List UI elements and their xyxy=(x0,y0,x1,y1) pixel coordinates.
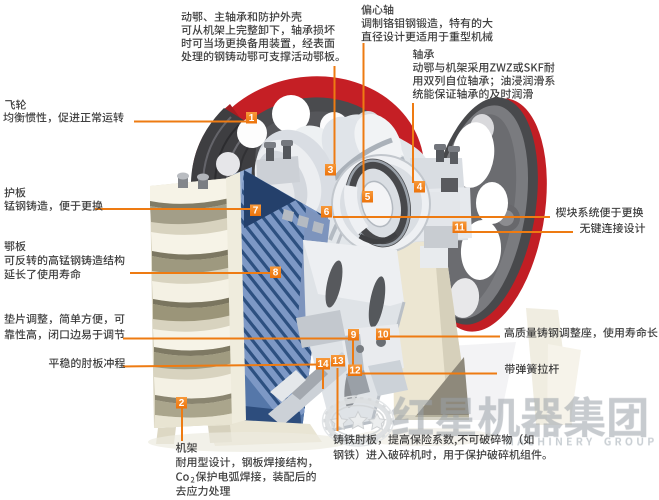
svg-text:4: 4 xyxy=(417,182,423,193)
svg-text:7: 7 xyxy=(253,205,259,216)
svg-text:13: 13 xyxy=(332,356,344,367)
svg-text:5: 5 xyxy=(365,192,371,203)
svg-text:12: 12 xyxy=(349,365,361,376)
svg-text:6: 6 xyxy=(324,207,330,218)
svg-text:2: 2 xyxy=(179,398,185,409)
svg-text:11: 11 xyxy=(454,222,465,233)
svg-text:3: 3 xyxy=(328,165,334,176)
svg-text:8: 8 xyxy=(273,267,279,278)
svg-text:9: 9 xyxy=(351,330,357,341)
svg-text:14: 14 xyxy=(317,359,329,370)
svg-text:10: 10 xyxy=(377,329,389,340)
svg-text:1: 1 xyxy=(249,113,255,124)
